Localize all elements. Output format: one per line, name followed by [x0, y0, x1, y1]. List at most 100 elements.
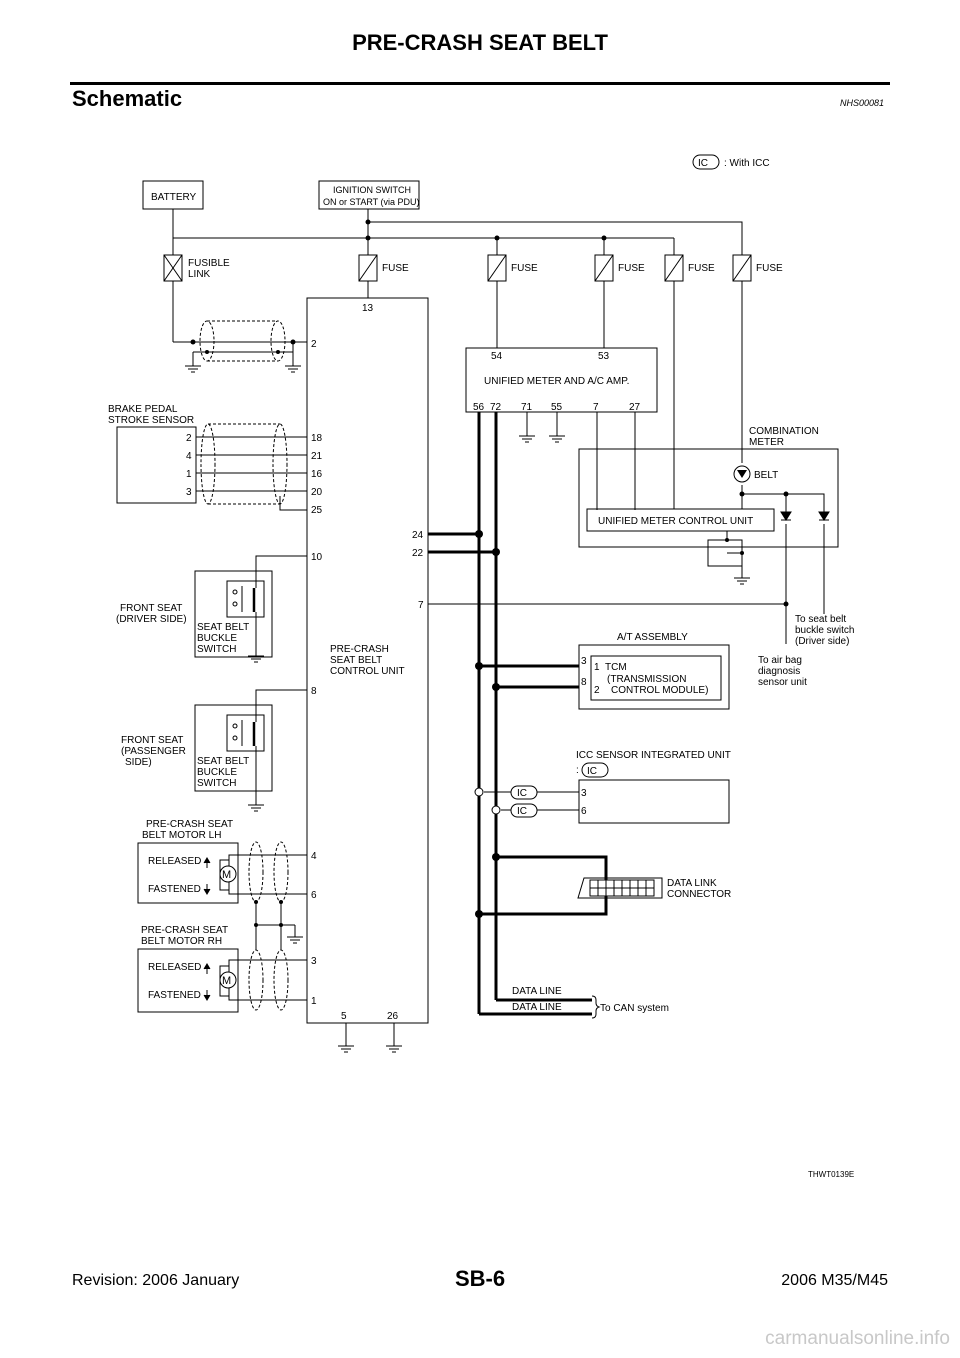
- pin-cu-1: 1: [311, 996, 317, 1007]
- brake-sensor-box: [116, 426, 197, 504]
- arrow-down-icon: [203, 884, 211, 895]
- pin-cu-5: 5: [341, 1011, 347, 1022]
- buckle-switch-label: SWITCH: [197, 778, 236, 789]
- at-assembly-box: [578, 644, 730, 710]
- control-unit-label: SEAT BELT: [330, 655, 382, 666]
- pin-cu-25: 25: [311, 505, 323, 516]
- pin-cu-16: 16: [311, 469, 323, 480]
- pin-um-7: 7: [593, 402, 599, 413]
- model-text: 2006 M35/M45: [781, 1272, 888, 1289]
- pin-cu-10: 10: [311, 552, 323, 563]
- fusible-link-label: FUSIBLE: [188, 258, 230, 269]
- pin-at-8: 8: [581, 677, 587, 688]
- bracket-icon: [591, 995, 601, 1019]
- combination-meter-box: [578, 448, 839, 548]
- at-assembly-label: A/T ASSEMBLY: [617, 632, 688, 643]
- motor-lh-label: PRE-CRASH SEAT: [146, 819, 233, 830]
- meter-control-unit-box: [586, 508, 775, 532]
- diode-icon: [780, 511, 792, 521]
- tcm-label: (TRANSMISSION: [607, 674, 686, 685]
- motor-icon: M: [219, 965, 237, 997]
- section-title: Schematic: [72, 86, 183, 111]
- switch-icon: [232, 586, 256, 612]
- pin-cu-4: 4: [311, 851, 317, 862]
- icc-unit-box: [578, 779, 730, 824]
- pin-cu-2: 2: [311, 339, 317, 350]
- pin-cu-3: 3: [311, 956, 317, 967]
- pin-bs-4: 4: [186, 451, 192, 462]
- data-line-label: DATA LINE: [512, 986, 562, 997]
- fuse-label: FUSE: [688, 263, 715, 274]
- to-buckle-label: To seat belt: [795, 614, 846, 625]
- front-seat-driver-label: FRONT SEAT: [120, 603, 182, 614]
- to-airbag-label: diagnosis: [758, 666, 800, 677]
- pin-icc-6: 6: [581, 806, 587, 817]
- motor-icon: M: [219, 859, 237, 891]
- pin-cu-18: 18: [311, 433, 323, 444]
- data-line-label: DATA LINE: [512, 1002, 562, 1013]
- pin-cu-7: 7: [418, 600, 424, 611]
- motor-rh-label: BELT MOTOR RH: [141, 936, 222, 947]
- arrow-up-icon: [203, 857, 211, 868]
- driver-buckle-switch-box: [194, 570, 273, 658]
- pin-cu-26: 26: [387, 1011, 399, 1022]
- icc-badge: [581, 762, 609, 778]
- header-rule: [70, 82, 890, 85]
- ic-badge-text: IC: [517, 806, 527, 817]
- unified-meter-box: [465, 347, 658, 413]
- motor-rh-label: PRE-CRASH SEAT: [141, 925, 228, 936]
- front-seat-pass-label: (PASSENGER: [121, 746, 186, 757]
- tcm-label: CONTROL MODULE): [611, 685, 708, 696]
- fuse-label: FUSE: [382, 263, 409, 274]
- ignition-switch-box: [318, 180, 420, 210]
- front-seat-pass-label: SIDE): [125, 757, 152, 768]
- belt-warning-diode-icon: [737, 470, 747, 478]
- svg-text:M: M: [222, 869, 231, 881]
- icc-unit-label: ICC SENSOR INTEGRATED UNIT: [576, 750, 731, 761]
- pin-icc-3: 3: [581, 788, 587, 799]
- buckle-switch-label: BUCKLE: [197, 633, 237, 644]
- pin-um-55: 55: [551, 402, 563, 413]
- tcm-box: [590, 655, 722, 701]
- motor-lh-label: BELT MOTOR LH: [142, 830, 221, 841]
- pin-um-56: 56: [473, 402, 485, 413]
- pin-cu-13: 13: [362, 303, 374, 314]
- legend-description: : With ICC: [724, 158, 770, 169]
- front-seat-pass-label: FRONT SEAT: [121, 735, 183, 746]
- arrow-down-icon: [203, 990, 211, 1001]
- pin-cu-20: 20: [311, 487, 323, 498]
- pin-um-54: 54: [491, 351, 503, 362]
- arrow-up-icon: [203, 963, 211, 974]
- svg-text:M: M: [222, 975, 231, 987]
- released-label: RELEASED: [148, 856, 201, 867]
- fuse-label: FUSE: [511, 263, 538, 274]
- motor-lh-box: [137, 842, 239, 904]
- icc-badge-text: IC: [587, 766, 597, 777]
- pin-at-3: 3: [581, 656, 587, 667]
- dlc-label: DATA LINK: [667, 878, 717, 889]
- buckle-switch-label: SWITCH: [197, 644, 236, 655]
- pin-um-27: 27: [629, 402, 641, 413]
- meter-control-unit-label: UNIFIED METER CONTROL UNIT: [598, 516, 753, 527]
- to-buckle-label: (Driver side): [795, 636, 849, 647]
- pin-um-71: 71: [521, 402, 533, 413]
- ignition-switch-sublabel: ON or START (via PDU): [323, 197, 420, 207]
- switch-icon: [232, 720, 256, 746]
- ic-badge: [510, 803, 538, 818]
- dlc-label: CONNECTOR: [667, 889, 731, 900]
- to-buckle-label: buckle switch: [795, 625, 854, 636]
- ic-badge: [510, 785, 538, 800]
- pin-cu-6: 6: [311, 890, 317, 901]
- buckle-switch-label: SEAT BELT: [197, 622, 249, 633]
- pin-cu-8: 8: [311, 686, 317, 697]
- pin-tcm-2: 2: [594, 685, 600, 696]
- ignition-switch-label: IGNITION SWITCH: [333, 185, 411, 195]
- buckle-switch-label: SEAT BELT: [197, 756, 249, 767]
- legend-ic-badge: [692, 154, 720, 170]
- fastened-label: FASTENED: [148, 990, 201, 1001]
- to-airbag-label: To air bag: [758, 655, 802, 666]
- combination-meter-label: COMBINATION: [749, 426, 819, 437]
- front-seat-driver-label: (DRIVER SIDE): [116, 614, 187, 625]
- pin-bs-2: 2: [186, 433, 192, 444]
